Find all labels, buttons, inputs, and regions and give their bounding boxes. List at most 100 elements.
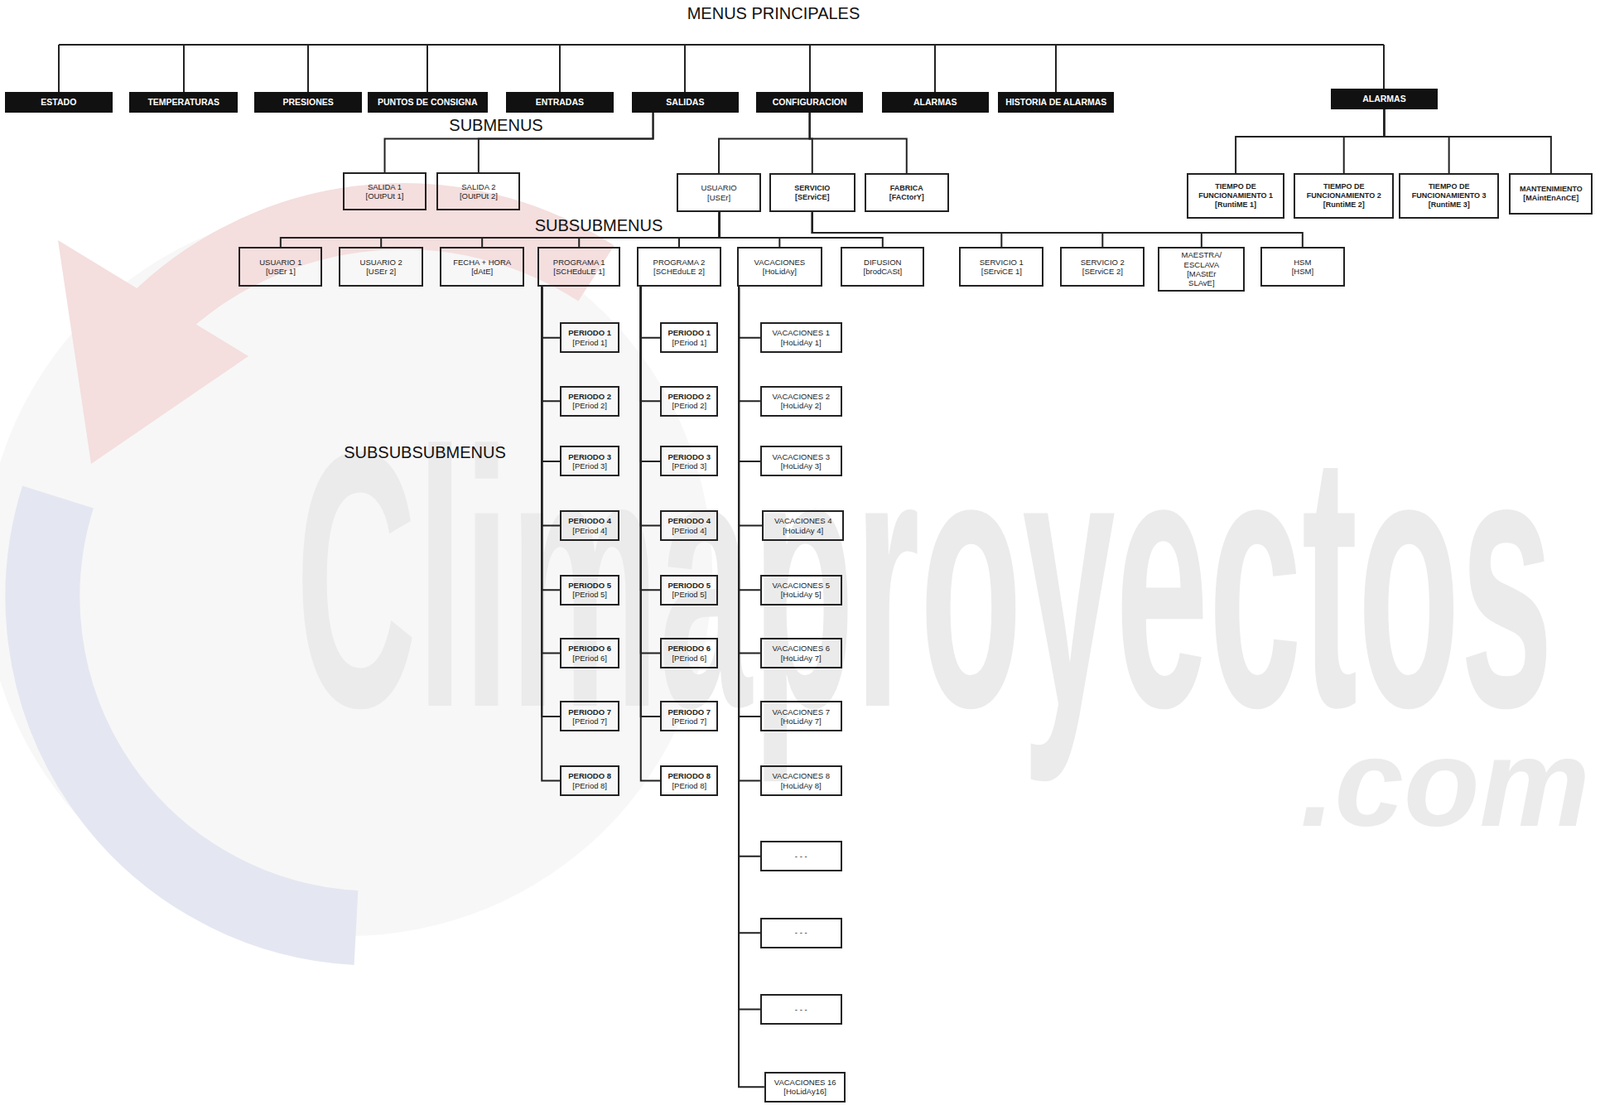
menu-box: PERIODO 6[PEriod 6] xyxy=(660,637,719,669)
menu-label: FECHA + HORA xyxy=(453,257,511,267)
menu-box: MAESTRA/ ESCLAVA[MAStEr SLAvE] xyxy=(1157,246,1245,292)
menu-label: [SCHEduLE 2] xyxy=(653,266,705,276)
menu-label: PROGRAMA 2 xyxy=(653,257,706,267)
menu-box: TIEMPO DE FUNCIONAMIENTO 2[RuntiME 2] xyxy=(1293,173,1394,218)
menu-label: PERIODO 3 xyxy=(568,452,612,462)
menu-label: [RuntiME 3] xyxy=(1428,200,1470,210)
menu-label: PERIODO 5 xyxy=(667,580,711,590)
menu-label: HSM xyxy=(1293,257,1311,267)
menu-box: PERIODO 6[PEriod 6] xyxy=(559,637,619,669)
menu-box: PERIODO 3[PEriod 3] xyxy=(559,445,619,477)
menu-box: USUARIO 1[USEr 1] xyxy=(238,246,323,287)
menu-box: PERIODO 5[PEriod 5] xyxy=(559,574,619,606)
tree-connector xyxy=(738,286,761,338)
menu-box: PERIODO 1[PEriod 1] xyxy=(660,322,719,353)
menu-label: ESTADO xyxy=(40,96,77,108)
main-menu-box: ALARMAS xyxy=(1330,88,1438,110)
menu-label: TEMPERATURAS xyxy=(147,96,220,108)
menu-label: [SErviCE 2] xyxy=(1082,266,1123,276)
tree-connector xyxy=(640,286,661,717)
menu-label: SERVICIO xyxy=(794,183,830,193)
main-menu-box: PRESIONES xyxy=(254,91,363,113)
menu-label: VACACIONES 5 xyxy=(771,580,830,590)
menu-label: [PEriod 3] xyxy=(572,461,608,471)
menu-label: [PEriod 4] xyxy=(572,525,608,535)
tree-connector xyxy=(541,286,560,781)
menu-box: VACACIONES 3[HoLidAy 3] xyxy=(760,445,843,477)
menu-box: - - - xyxy=(760,917,843,949)
menu-label: - - - xyxy=(795,851,808,861)
menu-label: [HoLidAy 5] xyxy=(780,589,822,599)
menu-box: PERIODO 8[PEriod 8] xyxy=(660,765,719,796)
menu-label: [PEriod 7] xyxy=(572,716,608,726)
menu-box: VACACIONES 16[HoLidAy16] xyxy=(764,1071,847,1103)
menu-label: [HoLidAy 7] xyxy=(780,716,822,726)
tree-connector xyxy=(380,212,719,247)
menu-label: VACACIONES xyxy=(754,257,806,267)
menu-label: [OUtPUt 2] xyxy=(459,191,498,201)
tree-connector xyxy=(1383,109,1449,174)
menu-label: PERIODO 7 xyxy=(568,707,612,717)
menu-label: [PEriod 2] xyxy=(671,400,707,410)
main-menu-box: HISTORIA DE ALARMAS xyxy=(997,91,1114,113)
menu-box: PERIODO 5[PEriod 5] xyxy=(660,574,719,606)
menu-label: [USEr 1] xyxy=(265,266,296,276)
menu-box: SERVICIO 2[SErviCE 2] xyxy=(1060,246,1145,287)
menu-label: VACACIONES 4 xyxy=(774,515,833,526)
menu-box: USUARIO[USEr] xyxy=(676,173,762,213)
menu-box: SALIDA 1[OUtPUt 1] xyxy=(342,172,427,211)
menu-label: MAESTRA/ ESCLAVA xyxy=(1175,250,1228,270)
tree-connector xyxy=(481,212,719,247)
tree-connector xyxy=(812,212,1202,247)
tree-connector xyxy=(541,286,560,526)
menu-box: PROGRAMA 1[SCHEduLE 1] xyxy=(537,246,621,287)
menu-label: [HSM] xyxy=(1291,266,1314,276)
tree-connector xyxy=(385,112,654,174)
menu-box: SALIDA 2[OUtPUt 2] xyxy=(436,172,521,211)
menu-box: - - - xyxy=(760,993,843,1025)
menu-label: DIFUSION xyxy=(863,257,902,267)
menu-label: PRESIONES xyxy=(282,96,333,108)
tree-connector xyxy=(640,286,661,653)
menu-label: VACACIONES 1 xyxy=(771,327,830,338)
tree-connector xyxy=(738,286,761,781)
menu-label: PERIODO 4 xyxy=(568,515,612,526)
menu-label: USUARIO xyxy=(700,183,737,193)
menu-label: [PEriod 8] xyxy=(572,780,608,791)
menu-label: [USEr] xyxy=(707,192,731,203)
menu-label: [HoLidAy 2] xyxy=(780,400,822,410)
menu-box: TIEMPO DE FUNCIONAMIENTO 3[RuntiME 3] xyxy=(1398,173,1499,218)
menu-box: PERIODO 1[PEriod 1] xyxy=(559,322,619,353)
main-menu-box: ENTRADAS xyxy=(506,91,613,113)
menu-label: [USEr 2] xyxy=(366,266,396,276)
menu-box: DIFUSION[brodCASt] xyxy=(840,246,925,287)
level-label: SUBSUBSUBMENUS xyxy=(343,443,507,461)
tree-connector xyxy=(738,286,762,526)
menu-label: [dAtE] xyxy=(471,266,493,276)
menu-box: USUARIO 2[USEr 2] xyxy=(338,246,424,287)
menu-label: SALIDA 2 xyxy=(461,182,496,192)
menu-label: TIEMPO DE FUNCIONAMIENTO 2 xyxy=(1298,182,1389,201)
menu-label: [FACtorY] xyxy=(889,192,925,203)
menu-label: [SErviCE] xyxy=(795,192,830,203)
menu-label: [PEriod 1] xyxy=(671,337,707,347)
tree-connector xyxy=(1344,109,1385,174)
menu-label: MANTENIMIENTO xyxy=(1519,184,1583,194)
tree-connector xyxy=(738,286,761,462)
main-menu-box: ESTADO xyxy=(4,91,112,113)
menu-box: HSM[HSM] xyxy=(1260,246,1345,287)
tree-connector xyxy=(738,286,761,933)
tree-connector xyxy=(1235,109,1384,174)
menu-box: PERIODO 2[PEriod 2] xyxy=(559,385,619,417)
menu-label: [MAStEr SLAvE] xyxy=(1175,269,1228,289)
menu-box: PERIODO 3[PEriod 3] xyxy=(660,445,719,477)
menu-label: PERIODO 1 xyxy=(667,327,711,338)
menu-box: VACACIONES 6[HoLidAy 7] xyxy=(760,637,843,669)
menu-box: VACACIONES 7[HoLidAy 7] xyxy=(760,700,843,732)
menu-label: [SErviCE 1] xyxy=(981,266,1022,276)
tree-connector xyxy=(718,112,810,174)
tree-connector xyxy=(812,212,1104,247)
menu-label: PERIODO 7 xyxy=(667,707,711,717)
menu-box: SERVICIO 1[SErviCE 1] xyxy=(959,246,1044,287)
